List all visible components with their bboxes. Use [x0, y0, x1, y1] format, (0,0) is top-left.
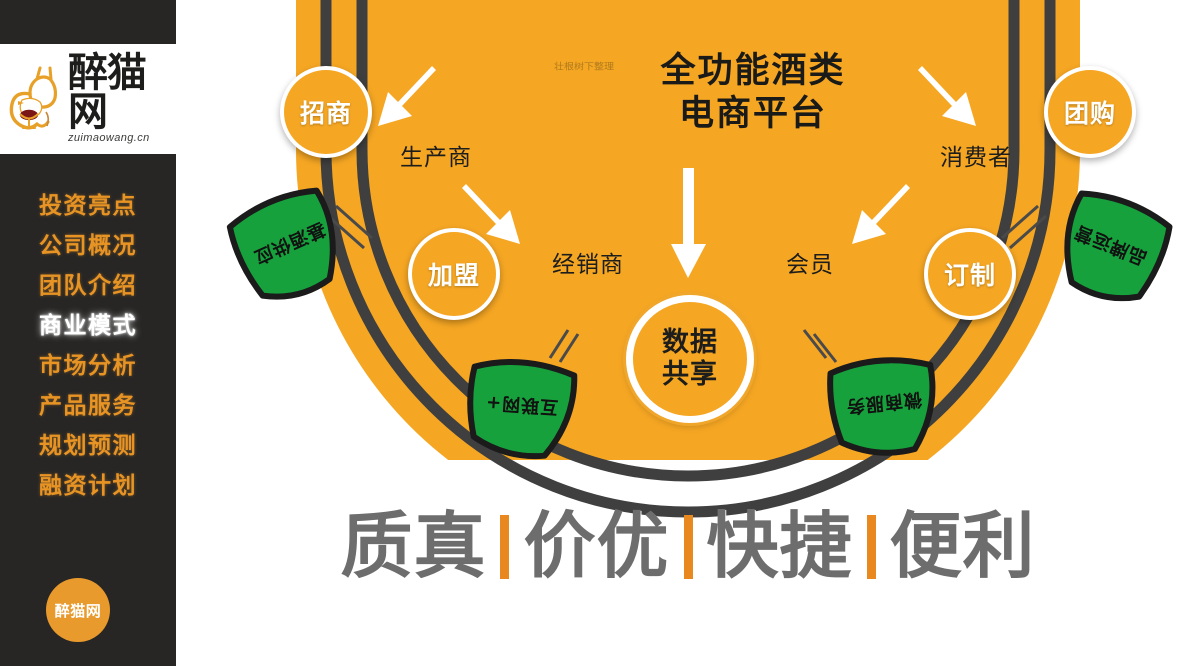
slogan-word-1: 质真 — [340, 504, 487, 588]
slogan-separator — [500, 514, 510, 579]
cat-wine-logo-icon — [9, 66, 58, 130]
slogan-word-3: 快捷 — [706, 504, 853, 588]
brand-badge: 醉猫网 — [46, 578, 110, 642]
sidebar-item-company-overview[interactable]: 公司概况 — [39, 233, 137, 259]
node-data-sharing-line1: 数据 — [662, 327, 718, 359]
bottom-slogan: 质真 价优 快捷 便利 — [176, 504, 1200, 589]
node-merchant-recruitment[interactable]: 招商 — [280, 66, 372, 158]
leaf-shape-icon — [467, 358, 578, 460]
outer-ring-arc — [320, 0, 1056, 518]
logo-text-cn: 醉猫网 — [68, 50, 147, 135]
leaf-tag-base-liquor-supply[interactable]: 基酒供应 — [214, 169, 366, 318]
sidebar-item-investment-highlights[interactable]: 投资亮点 — [39, 193, 137, 219]
leaf-tag-label: 互联网+ — [484, 391, 560, 418]
node-data-sharing-line2: 共享 — [662, 359, 718, 390]
brand-logo: 醉猫网 zuimaowang.cn — [0, 44, 176, 154]
leaf-tag-wechat-business-service[interactable]: 微商服务 — [820, 342, 947, 466]
sidebar-item-product-service[interactable]: 产品服务 — [39, 393, 137, 419]
node-group-buying[interactable]: 团购 — [1044, 66, 1136, 158]
slogan-word-4: 便利 — [889, 504, 1036, 588]
node-data-sharing[interactable]: 数据 共享 — [626, 295, 754, 423]
node-franchise[interactable]: 加盟 — [408, 228, 500, 320]
flow-label-consumer: 消费者 — [940, 145, 1012, 171]
watermark-text: 壮根树下整理 — [554, 62, 614, 73]
sidebar-menu: 投资亮点 公司概况 团队介绍 商业模式 市场分析 产品服务 规划预测 融资计划 — [0, 186, 176, 506]
slogan-separator — [683, 514, 693, 579]
page-title-line1: 全功能酒类 — [660, 51, 846, 91]
leaf-connectors — [327, 204, 1047, 363]
node-customization[interactable]: 订制 — [924, 228, 1016, 320]
flow-label-producer: 生产商 — [400, 145, 472, 171]
page-title: 全功能酒类 电商平台 — [608, 50, 898, 137]
sidebar: 醉猫网 zuimaowang.cn 投资亮点 公司概况 团队介绍 商业模式 市场… — [0, 0, 176, 666]
flow-label-member: 会员 — [786, 252, 834, 278]
leaf-shape-icon — [1064, 190, 1173, 302]
flow-arrows — [378, 66, 976, 278]
sidebar-item-financing-plan[interactable]: 融资计划 — [39, 473, 137, 499]
sidebar-item-business-model[interactable]: 商业模式 — [39, 313, 137, 339]
sidebar-item-market-analysis[interactable]: 市场分析 — [39, 353, 137, 379]
sidebar-item-team-intro[interactable]: 团队介绍 — [39, 273, 137, 299]
flow-label-dealer: 经销商 — [552, 252, 624, 278]
logo-text-en: zuimaowang.cn — [68, 131, 150, 144]
slogan-word-2: 价优 — [523, 504, 670, 588]
slogan-separator — [866, 514, 876, 579]
leaf-shape-icon — [827, 357, 936, 456]
page-title-line2: 电商平台 — [678, 94, 827, 135]
leaf-shape-icon — [226, 187, 336, 300]
sidebar-item-planning-forecast[interactable]: 规划预测 — [39, 433, 137, 459]
diagram-stage: 壮根树下整理 全功能酒类 电商平台 基酒供应 互联网+ 微商服务 — [176, 0, 1200, 666]
leaf-tag-internet-plus[interactable]: 互联网+ — [460, 346, 584, 466]
leaf-tag-brand-operation[interactable]: 品牌运营 — [1035, 172, 1185, 319]
